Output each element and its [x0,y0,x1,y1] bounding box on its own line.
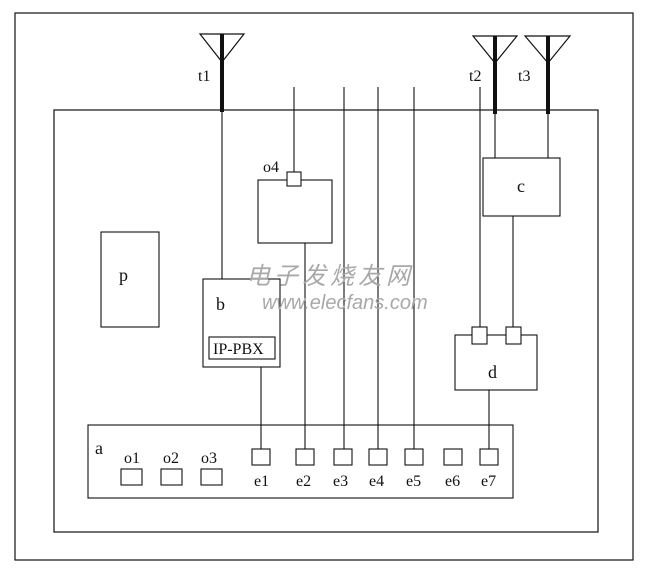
port-e1-label: e1 [254,473,269,490]
block-d: d [454,326,538,391]
port-e4: e4 [368,448,388,490]
port-e1: e1 [251,448,271,490]
port-e5-label: e5 [406,473,421,490]
port-e4-label: e4 [369,473,384,490]
block-p-label: p [119,265,128,285]
outer-frame [14,12,634,561]
block-d-label: d [488,362,497,382]
block-o4-label: o4 [263,159,279,176]
port-o2-label: o2 [163,450,179,467]
watermark-chinese: 电子发烧友网 [246,262,414,290]
block-b-label: b [216,294,225,314]
antenna-t1-label: t1 [198,68,210,85]
block-a-label: a [95,438,103,458]
port-e6-label: e6 [445,473,460,490]
port-e7: e7 [479,448,499,490]
port-o1-label: o1 [124,450,140,467]
watermark: 电子发烧友网 www.elecfans.com [246,262,428,314]
watermark-url: www.elecfans.com [262,292,428,314]
connection-lines [221,87,549,449]
port-o3-label: o3 [201,450,217,467]
d-port-right [505,326,522,345]
port-e3: e3 [333,448,353,490]
port-e3-label: e3 [333,473,348,490]
port-o3: o3 [200,450,223,486]
port-e2: e2 [295,448,315,490]
antenna-t2: t2 [469,35,519,114]
port-e2-label: e2 [296,473,311,490]
port-e5: e5 [404,448,424,490]
block-a: a o1 o2 o3 e1 e2 e3 e4 [87,424,514,499]
ippbx-label: IP-PBX [213,341,264,358]
inner-frame [53,109,599,533]
port-e6: e6 [443,448,463,490]
block-c: c [482,157,561,217]
port-e7-label: e7 [481,473,496,490]
antenna-t3: t3 [518,35,572,114]
block-p: p [100,231,160,328]
antenna-t1: t1 [198,33,246,112]
block-b: b IP-PBX [202,278,281,368]
block-o4: o4 [257,159,333,244]
o4-port [286,171,302,187]
antenna-t2-label: t2 [469,68,481,85]
d-port-left [471,326,488,345]
ippbx-box [208,336,276,360]
antenna-t3-label: t3 [518,68,530,85]
port-o1: o1 [120,450,143,486]
port-o2: o2 [160,450,183,486]
block-c-label: c [517,176,525,196]
